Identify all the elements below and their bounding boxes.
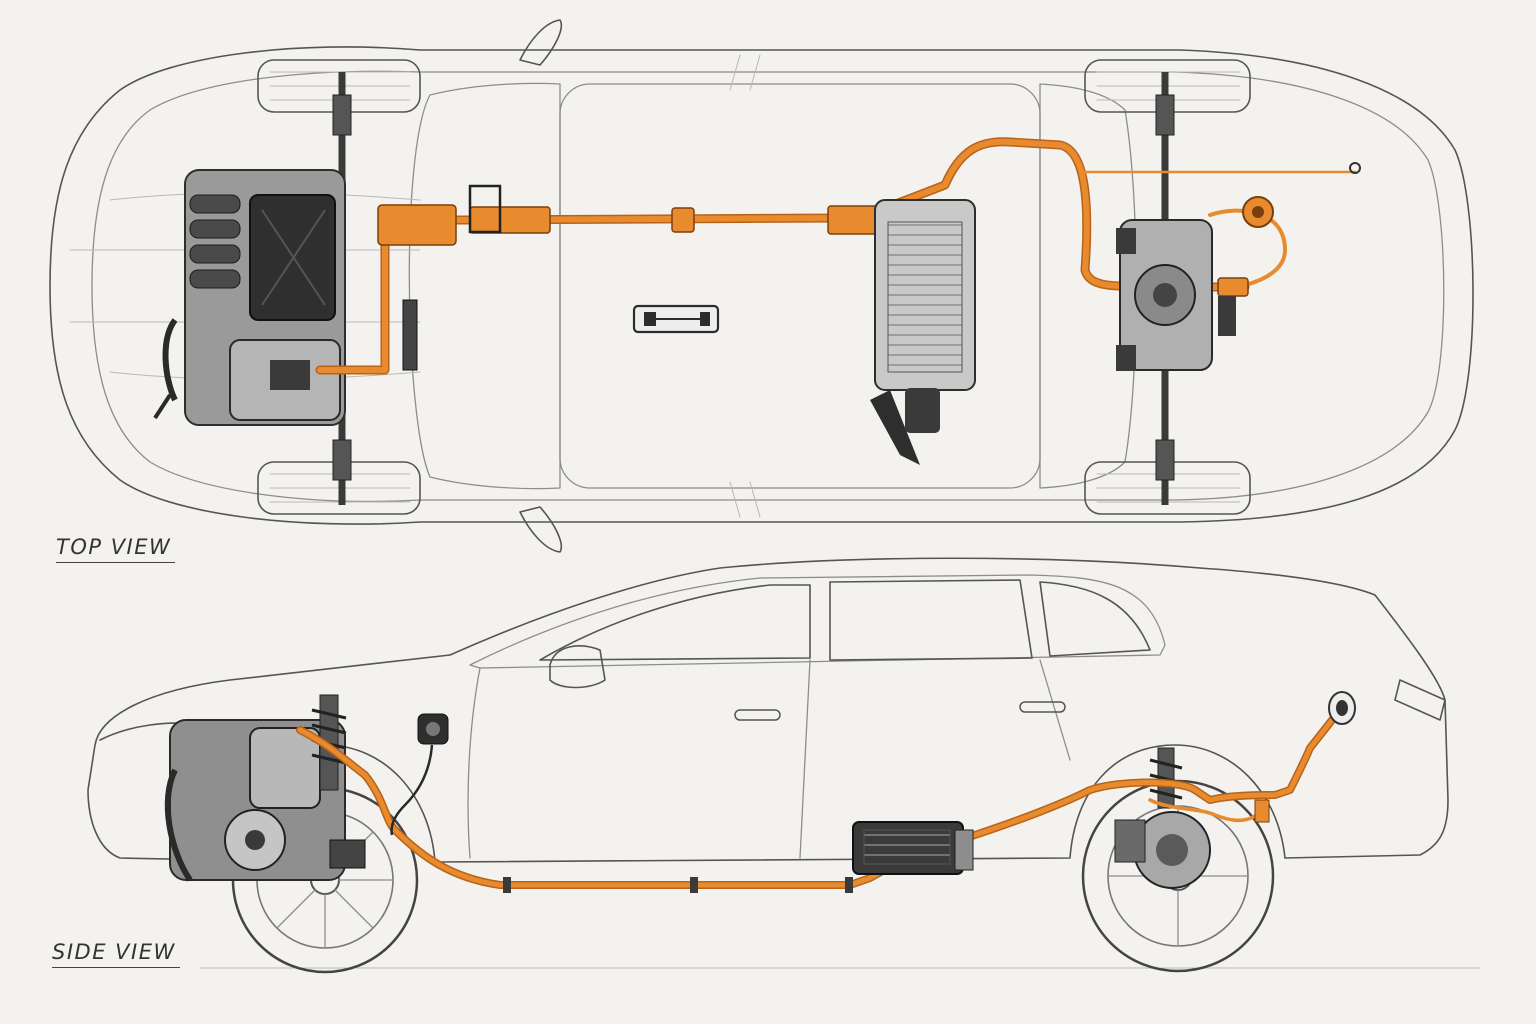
side-taillight — [1394, 679, 1446, 721]
hv-cable-side — [296, 706, 1344, 889]
top-mirror-left — [519, 19, 562, 66]
aux-lead — [390, 744, 434, 836]
top-body-outline — [49, 46, 1474, 525]
top-body-inner-outline — [91, 70, 1445, 502]
front-door-handle — [734, 709, 781, 721]
cable-bracket-top — [468, 184, 502, 234]
side-door-lines — [467, 659, 1071, 859]
rear-door-handle — [1019, 701, 1066, 713]
cable-bracket-top-2 — [402, 299, 418, 371]
side-engine-icon — [164, 719, 366, 882]
aux-socket-icon — [417, 713, 449, 745]
cable-clamps-side — [503, 877, 853, 893]
side-front-window — [539, 584, 811, 661]
shifter-icon — [632, 304, 720, 334]
side-view — [87, 557, 1481, 974]
engine-assembly-icon — [153, 169, 346, 426]
top-view — [49, 19, 1474, 553]
top-windshield — [408, 82, 561, 490]
top-mirror-right — [519, 506, 562, 553]
side-rear-motor-icon — [1114, 799, 1270, 889]
side-view-label: SIDE VIEW — [52, 940, 180, 968]
side-battery-icon — [852, 821, 974, 875]
top-door-lines — [729, 54, 761, 518]
side-rear-window — [829, 579, 1033, 661]
rear-strut-icon — [1149, 747, 1183, 809]
charge-lead-end — [1349, 162, 1361, 174]
charging-port-icon — [1328, 691, 1356, 725]
side-quarter-window — [1039, 581, 1151, 657]
battery-pack-icon — [870, 199, 976, 465]
rear-e-motor-icon — [1116, 196, 1274, 371]
side-mirror — [549, 645, 606, 689]
hv-cable-top — [315, 137, 1357, 375]
top-view-label: TOP VIEW — [56, 535, 176, 563]
side-roofline — [469, 574, 1166, 669]
